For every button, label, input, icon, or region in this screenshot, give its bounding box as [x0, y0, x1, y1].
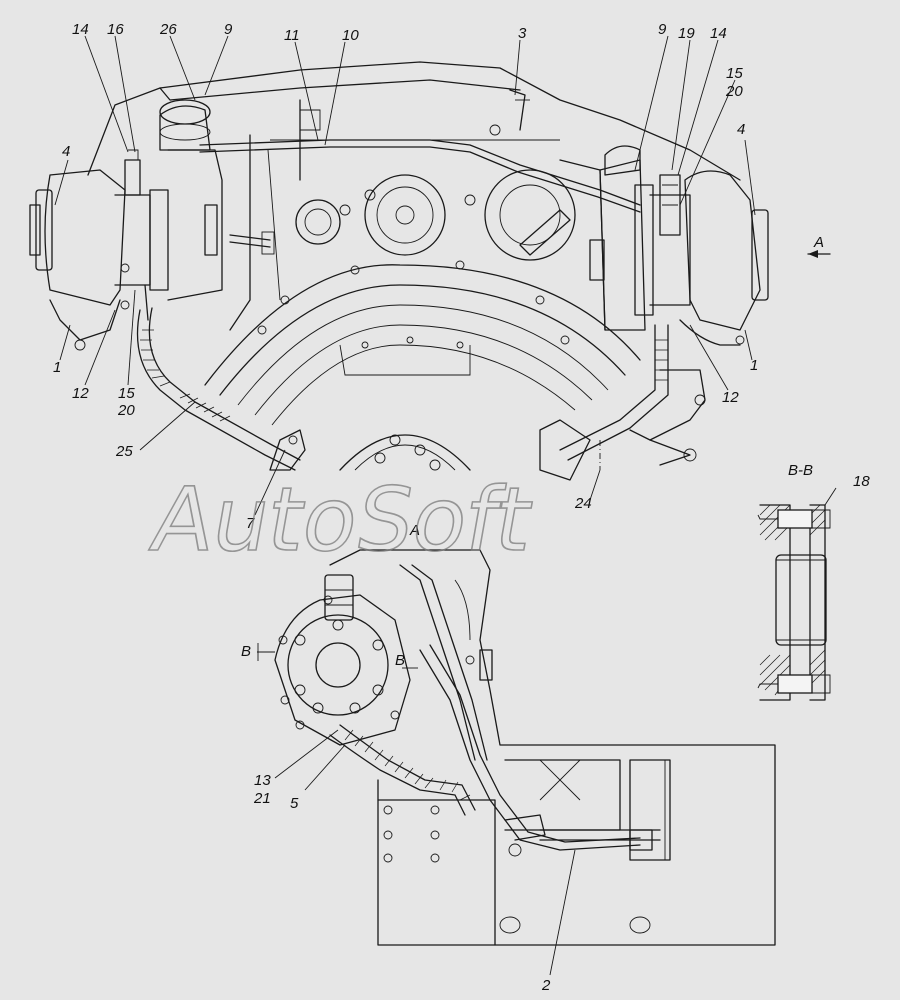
callout-20-right: 20: [725, 83, 743, 100]
callout-26: 26: [159, 21, 177, 38]
callout-25: 25: [115, 443, 133, 460]
watermark: AutoSoft: [144, 469, 540, 571]
engine-rear-view: [87, 61, 741, 471]
left-turbocharger: [29, 99, 223, 351]
callout-13: 13: [254, 772, 271, 789]
section-bb-title: B-B: [788, 462, 813, 479]
callout-7: 7: [246, 515, 255, 532]
callout-4-left: 4: [62, 143, 70, 160]
leader-lines-upper: [54, 35, 756, 516]
right-drain-pipe: [539, 324, 706, 481]
leader-lines-lower: [257, 643, 576, 976]
callout-1-right: 1: [750, 357, 758, 374]
callout-14-left: 14: [72, 21, 89, 38]
callout-9-left: 9: [224, 21, 233, 38]
callout-4-right: 4: [737, 121, 745, 138]
callout-15-right: 15: [726, 65, 743, 82]
callout-12-left: 12: [72, 385, 89, 402]
callout-3: 3: [518, 25, 527, 42]
view-a-arrow-label: A: [813, 234, 824, 251]
callout-16: 16: [107, 21, 124, 38]
view-a-drawing: [274, 549, 776, 946]
callout-15-left: 15: [118, 385, 135, 402]
callout-2: 2: [541, 977, 551, 994]
callout-14-right: 14: [710, 25, 727, 42]
view-a-title: A: [409, 522, 420, 539]
b-mark-right: B: [395, 652, 405, 669]
callout-21: 21: [253, 790, 271, 807]
callout-18: 18: [853, 473, 870, 490]
right-turbocharger: [589, 145, 769, 346]
callout-19: 19: [678, 25, 695, 42]
callout-24: 24: [574, 495, 592, 512]
callout-11: 11: [284, 27, 300, 44]
callout-9-right: 9: [658, 21, 667, 38]
callout-labels: 14 16 26 9 11 10 3 9 19 14 15 20 4 4 1 1…: [53, 21, 870, 994]
left-drain-hose: [136, 307, 306, 471]
callout-5: 5: [290, 795, 299, 812]
callout-10: 10: [342, 27, 359, 44]
view-labels: A A B-B B B: [241, 234, 824, 669]
callout-1-left: 1: [53, 359, 61, 376]
view-a-arrow: [807, 250, 831, 258]
callout-12-right: 12: [722, 389, 739, 406]
callout-20-left: 20: [117, 402, 135, 419]
b-mark-left: B: [241, 643, 251, 660]
section-bb-drawing: [757, 487, 837, 701]
